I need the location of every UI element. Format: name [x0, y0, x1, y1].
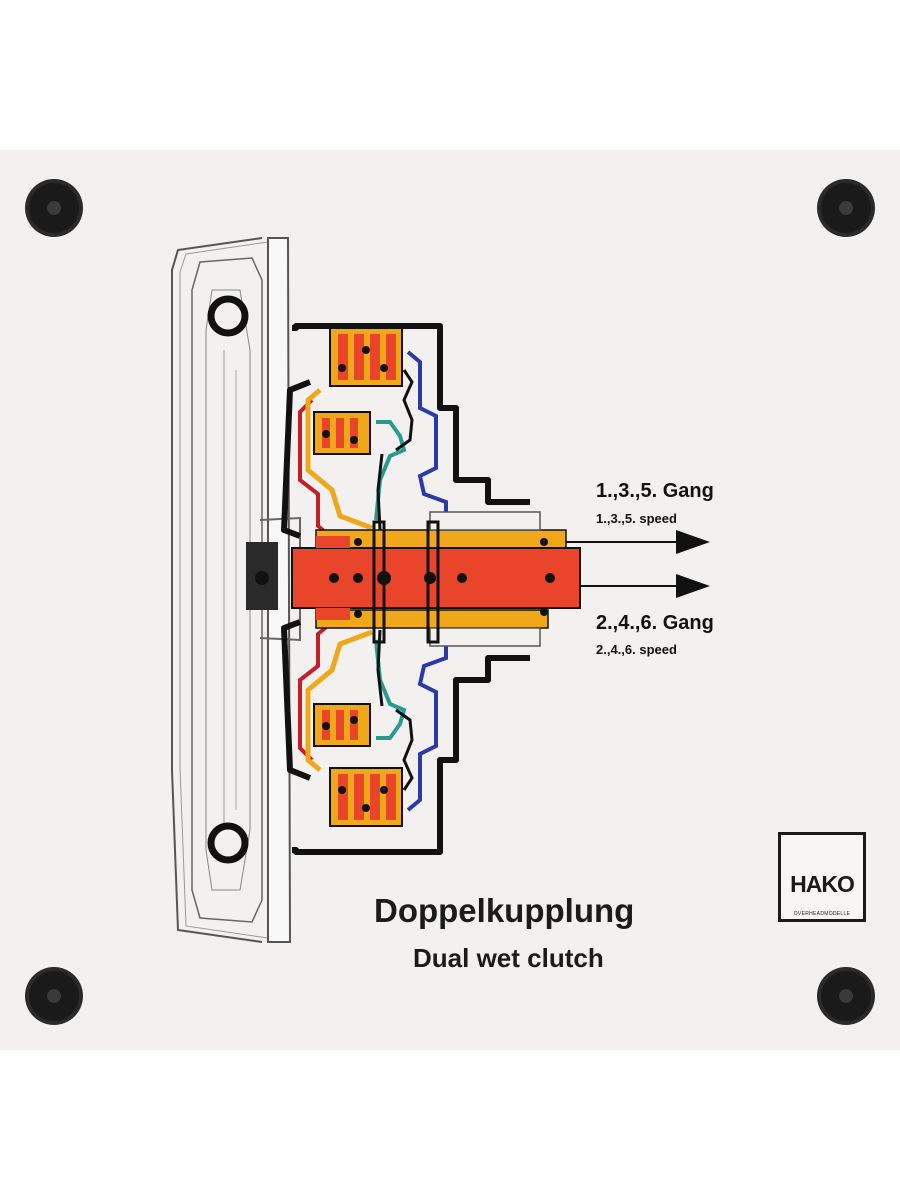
bolt-hole-bottom: [207, 822, 249, 864]
label-gear-even: 2.,4.,6. Gang: [596, 612, 714, 634]
inner-friction-pack-bottom: [313, 703, 371, 747]
inner-friction-pack-top: [313, 411, 371, 455]
orange-carrier: [305, 388, 373, 772]
label-gear-odd: 1.,3.,5. Gang: [596, 480, 714, 502]
arrow-right-icon: [580, 574, 710, 598]
outer-friction-pack-bottom: [329, 767, 403, 827]
screw-icon: [25, 967, 83, 1025]
flywheel-housing: [171, 237, 301, 943]
blue-hub: [406, 350, 448, 812]
screw-icon: [25, 179, 83, 237]
clutch-cross-section: [171, 237, 710, 943]
label-speed-odd: 1.,3.,5. speed: [596, 511, 677, 526]
logo-text: HAKO: [790, 871, 855, 897]
diagram-board: 1.,3.,5. Gang 1.,3.,5. speed 2.,4.,6. Ga…: [0, 150, 900, 1050]
hako-logo: HAKO OVERHEADMODELLE: [778, 832, 866, 922]
bolt-hole-top: [207, 295, 249, 337]
screw-icon: [817, 967, 875, 1025]
page-subtitle: Dual wet clutch: [413, 943, 604, 973]
dark-red-carrier: [298, 398, 332, 762]
page-title: Doppelkupplung: [374, 892, 635, 929]
outer-friction-pack-top: [329, 327, 403, 387]
arrow-right-icon: [566, 530, 710, 554]
screw-icon: [817, 179, 875, 237]
logo-subtext: OVERHEADMODELLE: [793, 911, 851, 917]
outer-clutch-basket: [281, 323, 530, 855]
label-speed-even: 2.,4.,6. speed: [596, 642, 677, 657]
